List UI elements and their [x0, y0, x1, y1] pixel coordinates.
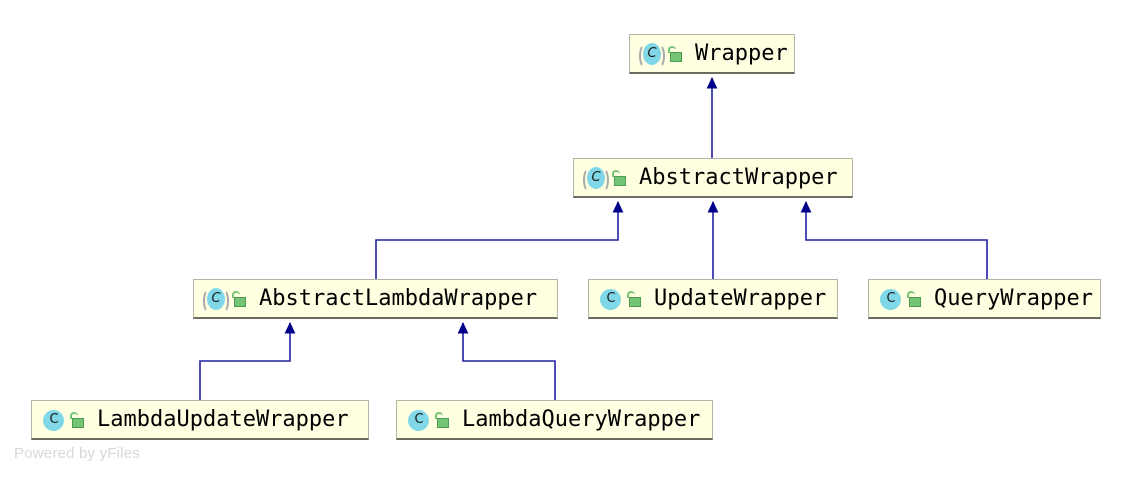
- class-icon: C: [639, 42, 665, 68]
- class-node-update-wrapper[interactable]: C UpdateWrapper: [588, 279, 838, 319]
- class-name-label: LambdaQueryWrapper: [462, 406, 701, 432]
- unlock-icon: [70, 411, 85, 428]
- class-node-lambda-update-wrapper[interactable]: C LambdaUpdateWrapper: [31, 400, 369, 440]
- unlock-icon: [435, 411, 450, 428]
- yfiles-watermark: Powered by yFiles: [14, 445, 140, 462]
- class-icon: C: [203, 287, 229, 313]
- class-icon: C: [600, 288, 622, 310]
- unlock-icon: [627, 290, 642, 307]
- unlock-icon: [907, 290, 922, 307]
- unlock-icon: [232, 290, 247, 307]
- class-node-wrapper[interactable]: C Wrapper: [629, 34, 795, 74]
- edge-lambda-query-wrapper-to-abstract-lambda-wrapper: [457, 322, 556, 400]
- class-node-abstract-wrapper[interactable]: C AbstractWrapper: [573, 158, 853, 198]
- class-name-label: QueryWrapper: [934, 285, 1093, 311]
- class-node-abstract-lambda-wrapper[interactable]: C AbstractLambdaWrapper: [193, 279, 558, 319]
- class-icon: C: [583, 166, 609, 192]
- class-name-label: AbstractWrapper: [639, 164, 838, 190]
- edge-abstract-lambda-wrapper-to-abstract-wrapper: [375, 201, 624, 279]
- class-name-label: LambdaUpdateWrapper: [97, 406, 349, 432]
- unlock-icon: [668, 45, 683, 62]
- class-icon: C: [43, 409, 65, 431]
- class-icon: C: [408, 409, 430, 431]
- class-node-lambda-query-wrapper[interactable]: C LambdaQueryWrapper: [396, 400, 713, 440]
- class-node-query-wrapper[interactable]: C QueryWrapper: [868, 279, 1101, 319]
- class-name-label: Wrapper: [695, 40, 788, 66]
- class-name-label: AbstractLambdaWrapper: [259, 285, 538, 311]
- unlock-icon: [612, 169, 627, 186]
- class-icon: C: [880, 288, 902, 310]
- class-name-label: UpdateWrapper: [654, 285, 827, 311]
- edge-lambda-update-wrapper-to-abstract-lambda-wrapper: [199, 322, 296, 400]
- edge-query-wrapper-to-abstract-wrapper: [800, 201, 988, 279]
